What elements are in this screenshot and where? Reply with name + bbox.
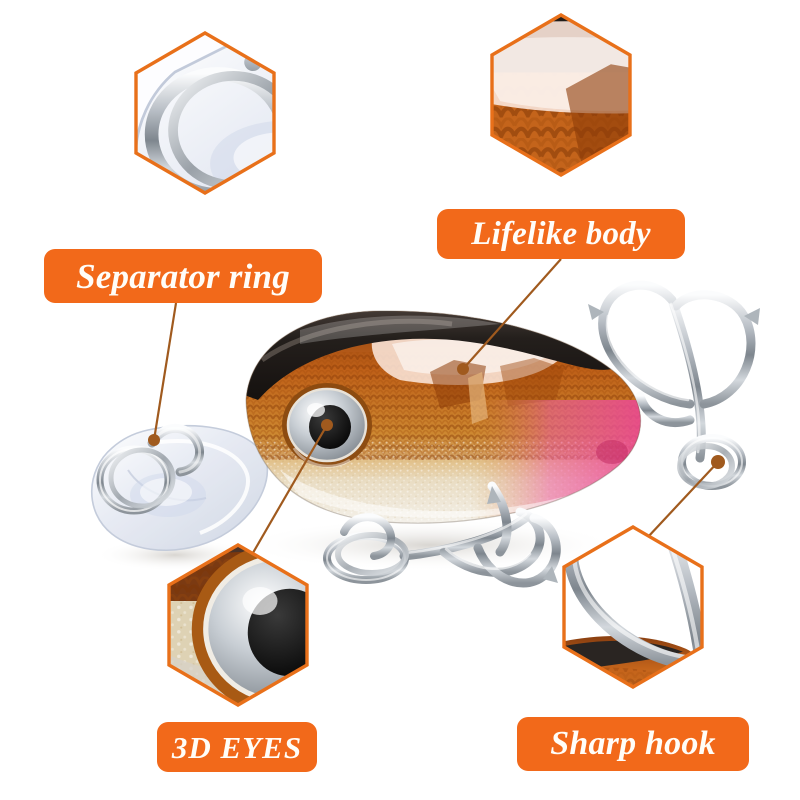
leader-separator-ring [152, 302, 178, 441]
diving-lip [91, 425, 269, 552]
belly-treble-hook [323, 481, 561, 588]
rear-treble-hook [588, 280, 760, 490]
dot-lifelike-body [457, 363, 469, 375]
dot-3d-eyes [321, 419, 333, 431]
label-3d-eyes[interactable]: 3D EYES [157, 722, 317, 772]
dot-separator-ring [148, 434, 160, 446]
label-sharp-hook[interactable]: Sharp hook [517, 717, 749, 771]
callout-hex-lifelike-body [490, 13, 632, 177]
label-separator-ring[interactable]: Separator ring [44, 249, 322, 303]
front-split-ring [96, 445, 176, 515]
label-lifelike-body[interactable]: Lifelike body [437, 209, 685, 259]
leader-dots [148, 363, 725, 469]
line-tie-wire [147, 423, 205, 477]
main-lure-photo [91, 280, 760, 588]
dot-sharp-hook [711, 455, 725, 469]
leader-lifelike-body [462, 258, 562, 370]
leader-3d-eyes [242, 424, 328, 571]
